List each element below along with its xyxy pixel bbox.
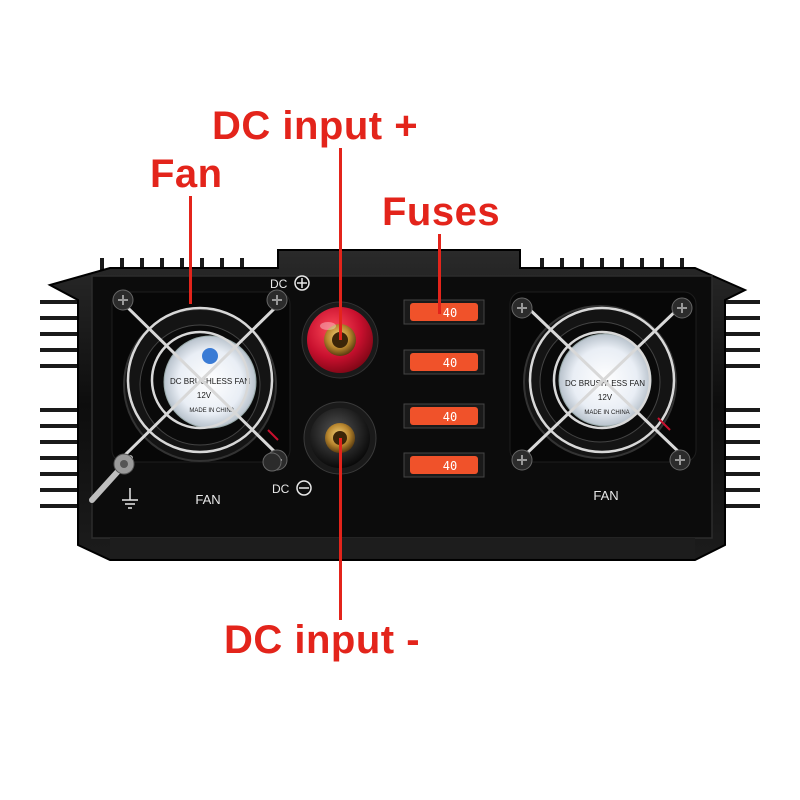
left-heatsink-fins (40, 300, 80, 508)
leader-fan (189, 196, 192, 304)
leader-dc-input-positive (339, 148, 342, 340)
dc-plus-label: DC (270, 277, 288, 291)
leader-dc-input-negative (339, 438, 342, 620)
left-fan-sticker-text: DC BRUSHLESS FAN (170, 377, 250, 386)
minus-circle-icon (296, 480, 312, 496)
fan-guard-icon (523, 303, 684, 457)
callout-fan: Fan (150, 152, 223, 196)
housing-bottom-edge (110, 538, 695, 558)
fan-guard-icon (123, 303, 280, 457)
right-fan-sticker-origin: MADE IN CHINA (584, 410, 629, 416)
fuse-4-rating: 40 (443, 459, 457, 473)
fuse-block: 40 40 40 40 (403, 299, 485, 478)
right-heatsink-fins (718, 300, 760, 508)
left-fan-hub (164, 336, 256, 428)
ground-icon (122, 488, 138, 509)
fuse-1: 40 (403, 299, 485, 325)
left-fan-label: FAN (195, 492, 220, 507)
right-fan: DC BRUSHLESS FAN 12V MADE IN CHINA (509, 291, 697, 471)
right-fan-sticker-voltage: 12V (598, 393, 613, 402)
fuse-2-rating: 40 (443, 356, 457, 370)
callout-dc-input-positive: DC input + (212, 104, 419, 148)
callout-fuses: Fuses (382, 190, 501, 234)
fuse-1-rating: 40 (443, 306, 457, 320)
callout-dc-input-negative: DC input - (224, 618, 421, 662)
left-fan-sticker-voltage: 12V (197, 391, 212, 400)
fan-logo-icon (202, 348, 218, 364)
left-fan-sticker-origin: MADE IN CHINA (189, 408, 234, 414)
fuse-4: 40 (403, 452, 485, 478)
top-heatsink-fins (100, 258, 684, 274)
leader-fuses (438, 234, 441, 314)
fuse-3-rating: 40 (443, 410, 457, 424)
left-fan: DC BRUSHLESS FAN 12V MADE IN CHINA (111, 289, 291, 471)
plus-circle-icon (294, 275, 310, 291)
fuse-2: 40 (403, 349, 485, 375)
left-fan-screws (112, 289, 288, 471)
right-fan-label: FAN (593, 488, 618, 503)
right-fan-screws (511, 297, 693, 471)
dc-minus-label: DC (272, 482, 290, 496)
ground-terminal (89, 453, 135, 503)
dc-positive-terminal (301, 301, 379, 379)
fuse-3: 40 (403, 403, 485, 429)
